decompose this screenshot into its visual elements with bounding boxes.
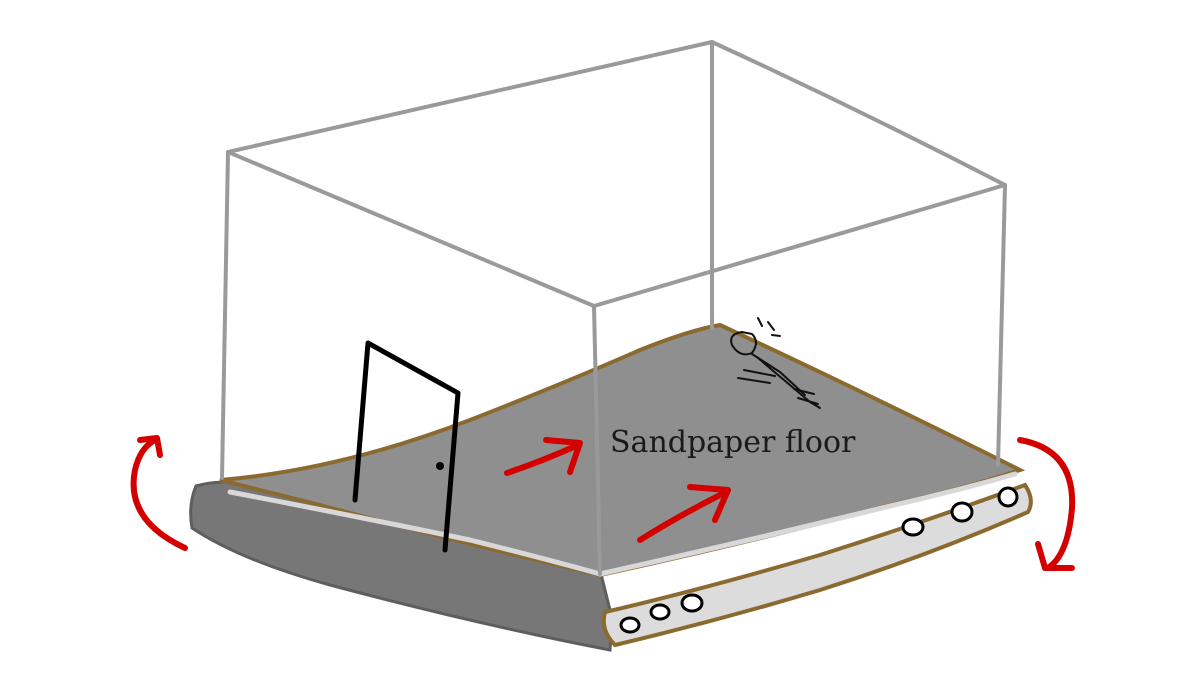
arrow-up-right-icon xyxy=(504,437,583,476)
door-icon xyxy=(352,340,461,553)
roller-hole xyxy=(649,603,671,621)
sandpaper-floor-label: Sandpaper floor xyxy=(610,425,856,460)
roller-hole xyxy=(901,517,925,537)
roller-hole xyxy=(619,616,641,634)
curved-arrow-clockwise-icon xyxy=(1017,437,1076,571)
box-front-edge xyxy=(592,304,602,576)
door-knob xyxy=(436,462,444,470)
motion-arrows xyxy=(504,437,731,543)
roller-holes xyxy=(619,486,1019,634)
sandpaper-floor-surface xyxy=(219,322,1026,578)
crawling-person-icon xyxy=(730,317,821,409)
rotation-arrows xyxy=(130,435,1076,571)
curved-arrow-counterclockwise-icon xyxy=(130,435,188,551)
roller-hole xyxy=(997,486,1019,508)
roller-hole xyxy=(680,593,704,613)
box-frame xyxy=(220,40,1007,576)
arrow-up-right-icon xyxy=(637,484,731,543)
roller-hole xyxy=(950,501,974,523)
box-top-face xyxy=(226,40,1007,308)
box-left-front-edge xyxy=(220,150,230,480)
box-right-edge xyxy=(996,183,1007,467)
